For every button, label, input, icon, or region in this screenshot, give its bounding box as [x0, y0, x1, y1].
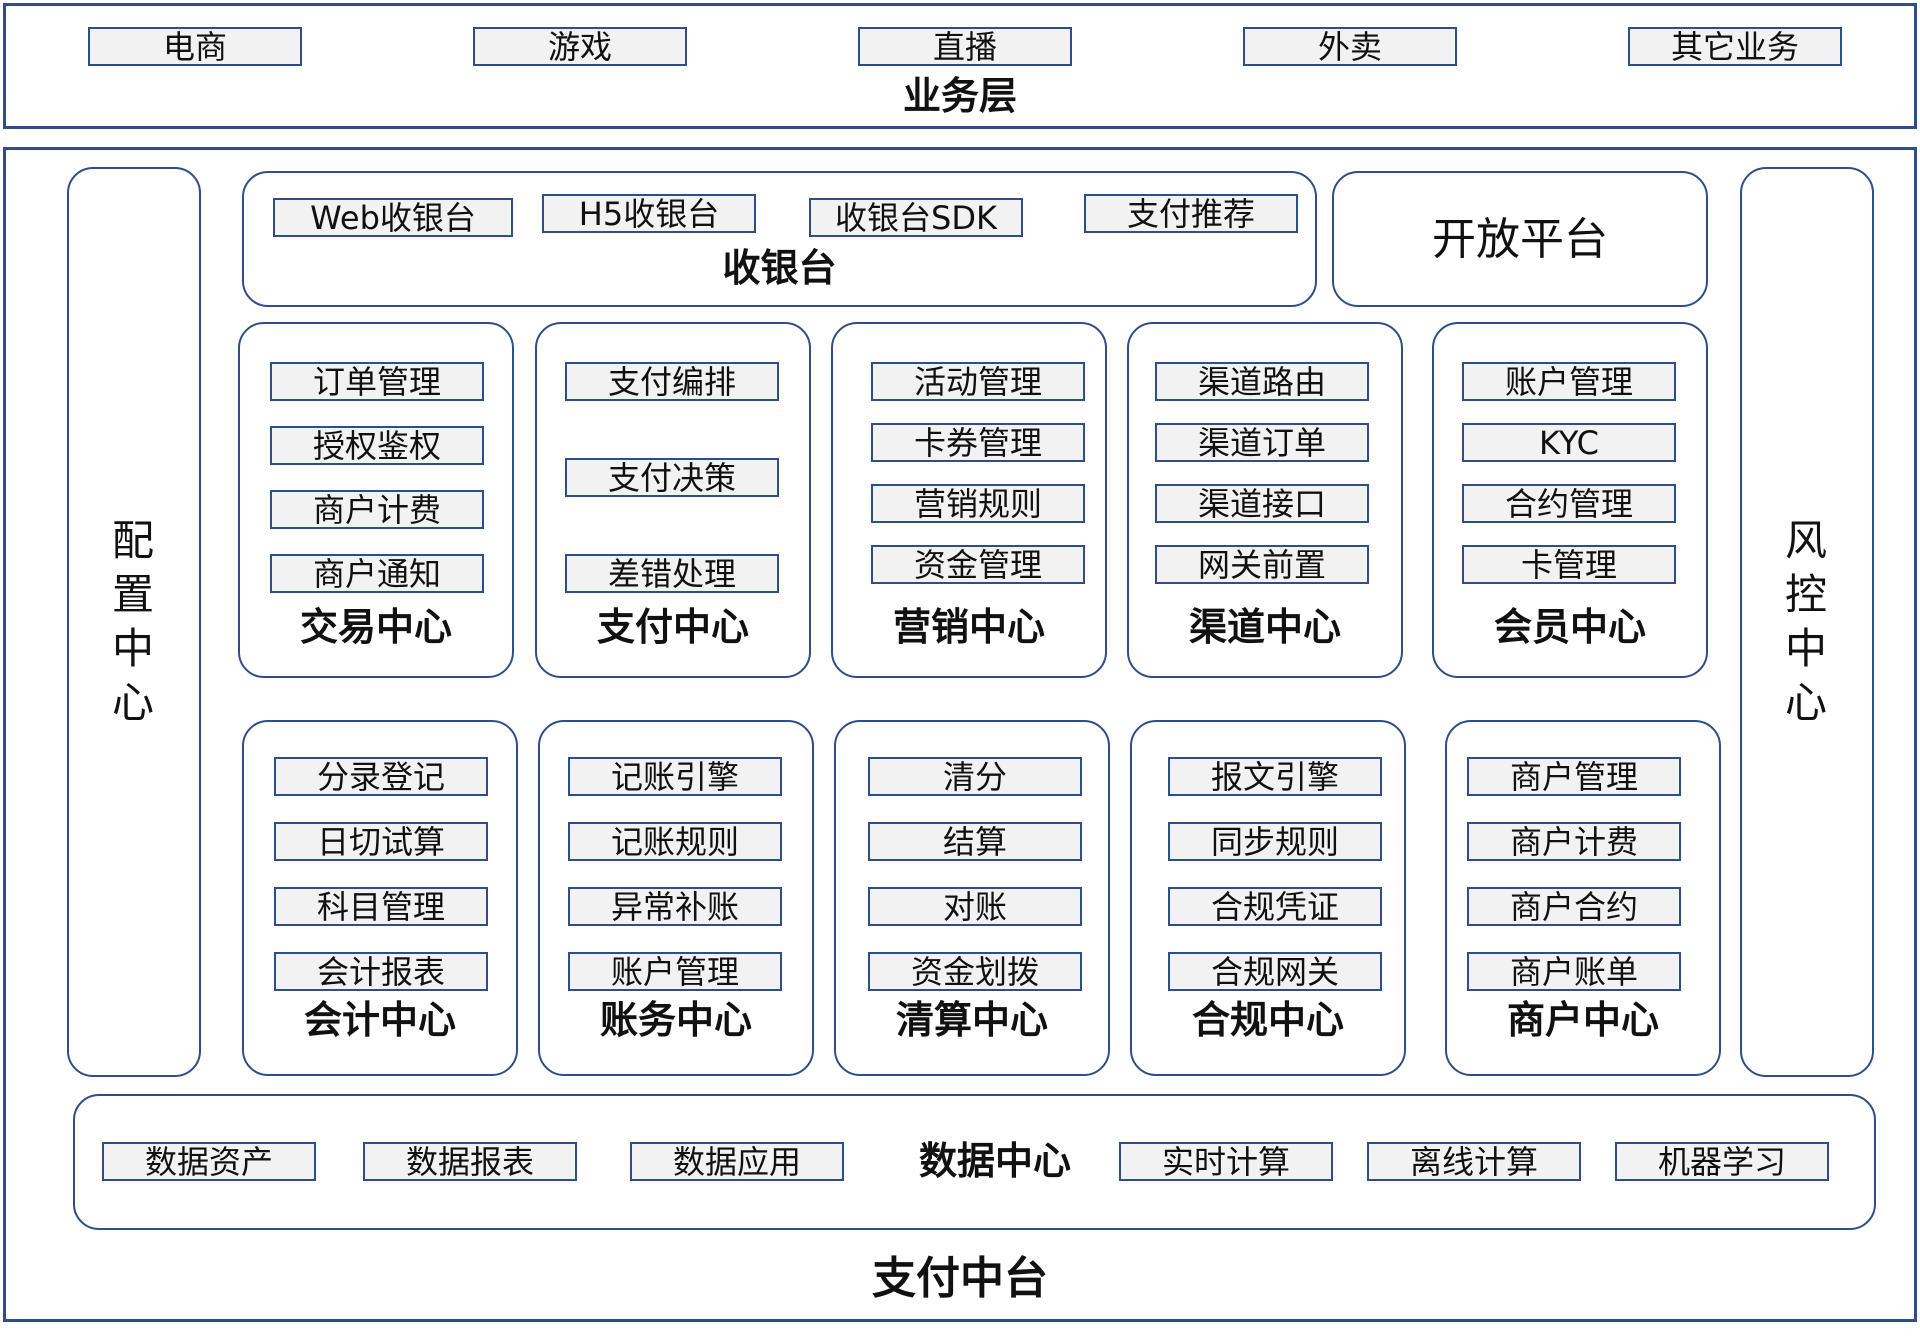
channel-center-panel: 渠道路由 渠道订单 渠道接口 网关前置 渠道中心 — [1127, 322, 1403, 678]
clearing-item-3: 对账 — [868, 887, 1082, 926]
trade-item-2: 授权鉴权 — [270, 426, 484, 465]
marketing-item-4: 资金管理 — [871, 545, 1085, 584]
compliance-center-panel: 报文引擎 同步规则 合规凭证 合规网关 合规中心 — [1130, 720, 1406, 1076]
clearing-item-1: 清分 — [868, 757, 1082, 796]
accounting-center-panel: 分录登记 日切试算 科目管理 会计报表 会计中心 — [242, 720, 518, 1076]
merchant-item-3: 商户合约 — [1467, 887, 1681, 926]
payment-center-panel: 支付编排 支付决策 差错处理 支付中心 — [535, 322, 811, 678]
marketing-item-3: 营销规则 — [871, 484, 1085, 523]
accounting-item-4: 会计报表 — [274, 952, 488, 991]
business-item-ecommerce: 电商 — [88, 27, 302, 66]
payment-item-2: 支付决策 — [565, 458, 779, 497]
ledger-item-1: 记账引擎 — [568, 757, 782, 796]
cashier-panel: Web收银台 H5收银台 收银台SDK 支付推荐 收银台 — [242, 171, 1317, 307]
open-platform-title: 开放平台 — [1432, 214, 1608, 265]
merchant-item-4: 商户账单 — [1467, 952, 1681, 991]
marketing-center-panel: 活动管理 卡券管理 营销规则 资金管理 营销中心 — [831, 322, 1107, 678]
channel-item-4: 网关前置 — [1155, 545, 1369, 584]
merchant-item-1: 商户管理 — [1467, 757, 1681, 796]
cashier-item-sdk: 收银台SDK — [809, 198, 1023, 237]
trade-item-4: 商户通知 — [270, 554, 484, 593]
accounting-item-2: 日切试算 — [274, 822, 488, 861]
cashier-item-web: Web收银台 — [273, 198, 513, 237]
merchant-center-title: 商户中心 — [1506, 998, 1659, 1042]
member-center-title: 会员中心 — [1493, 605, 1646, 649]
data-item-ml: 机器学习 — [1615, 1142, 1829, 1181]
member-center-panel: 账户管理 KYC 合约管理 卡管理 会员中心 — [1432, 322, 1708, 678]
risk-center-panel: 风控中心 — [1740, 167, 1874, 1077]
member-item-2: KYC — [1462, 423, 1676, 462]
config-center-panel: 配置中心 — [67, 167, 201, 1077]
payment-item-3: 差错处理 — [565, 554, 779, 593]
open-platform-panel: 开放平台 — [1332, 171, 1708, 307]
payment-item-1: 支付编排 — [565, 362, 779, 401]
data-item-assets: 数据资产 — [102, 1142, 316, 1181]
channel-item-2: 渠道订单 — [1155, 423, 1369, 462]
business-item-delivery: 外卖 — [1243, 27, 1457, 66]
clearing-center-panel: 清分 结算 对账 资金划拨 清算中心 — [834, 720, 1110, 1076]
data-item-apps: 数据应用 — [630, 1142, 844, 1181]
business-item-live: 直播 — [858, 27, 1072, 66]
business-item-gaming: 游戏 — [473, 27, 687, 66]
cashier-item-h5: H5收银台 — [542, 194, 756, 233]
accounting-item-3: 科目管理 — [274, 887, 488, 926]
business-layer: 电商 游戏 直播 外卖 其它业务 业务层 — [3, 3, 1917, 129]
merchant-item-2: 商户计费 — [1467, 822, 1681, 861]
data-center-panel: 数据资产 数据报表 数据应用 数据中心 实时计算 离线计算 机器学习 — [73, 1094, 1876, 1230]
data-item-reports: 数据报表 — [363, 1142, 577, 1181]
ledger-item-4: 账户管理 — [568, 952, 782, 991]
merchant-center-panel: 商户管理 商户计费 商户合约 商户账单 商户中心 — [1445, 720, 1721, 1076]
compliance-center-title: 合规中心 — [1191, 998, 1344, 1042]
marketing-center-title: 营销中心 — [892, 605, 1045, 649]
data-item-realtime: 实时计算 — [1119, 1142, 1333, 1181]
trade-item-3: 商户计费 — [270, 490, 484, 529]
trade-center-title: 交易中心 — [299, 605, 452, 649]
clearing-item-2: 结算 — [868, 822, 1082, 861]
channel-center-title: 渠道中心 — [1188, 605, 1341, 649]
member-item-4: 卡管理 — [1462, 545, 1676, 584]
compliance-item-1: 报文引擎 — [1168, 757, 1382, 796]
business-item-other: 其它业务 — [1628, 27, 1842, 66]
data-center-title: 数据中心 — [918, 1139, 1071, 1183]
marketing-item-1: 活动管理 — [871, 362, 1085, 401]
payment-platform-title: 支付中台 — [872, 1253, 1048, 1304]
compliance-item-3: 合规凭证 — [1168, 887, 1382, 926]
data-item-offline: 离线计算 — [1367, 1142, 1581, 1181]
clearing-center-title: 清算中心 — [895, 998, 1048, 1042]
ledger-item-3: 异常补账 — [568, 887, 782, 926]
trade-center-panel: 订单管理 授权鉴权 商户计费 商户通知 交易中心 — [238, 322, 514, 678]
cashier-title: 收银台 — [722, 246, 837, 290]
compliance-item-2: 同步规则 — [1168, 822, 1382, 861]
compliance-item-4: 合规网关 — [1168, 952, 1382, 991]
channel-item-1: 渠道路由 — [1155, 362, 1369, 401]
accounting-center-title: 会计中心 — [303, 998, 456, 1042]
ledger-center-panel: 记账引擎 记账规则 异常补账 账户管理 账务中心 — [538, 720, 814, 1076]
ledger-center-title: 账务中心 — [599, 998, 752, 1042]
marketing-item-2: 卡券管理 — [871, 423, 1085, 462]
ledger-item-2: 记账规则 — [568, 822, 782, 861]
payment-platform: 配置中心 Web收银台 H5收银台 收银台SDK 支付推荐 收银台 开放平台 风… — [3, 147, 1917, 1322]
member-item-1: 账户管理 — [1462, 362, 1676, 401]
clearing-item-4: 资金划拨 — [868, 952, 1082, 991]
member-item-3: 合约管理 — [1462, 484, 1676, 523]
trade-item-1: 订单管理 — [270, 362, 484, 401]
channel-item-3: 渠道接口 — [1155, 484, 1369, 523]
cashier-item-recommend: 支付推荐 — [1084, 194, 1298, 233]
risk-center-title: 风控中心 — [1784, 516, 1827, 727]
business-layer-title: 业务层 — [902, 74, 1017, 118]
config-center-title: 配置中心 — [111, 516, 154, 727]
payment-center-title: 支付中心 — [596, 605, 749, 649]
accounting-item-1: 分录登记 — [274, 757, 488, 796]
